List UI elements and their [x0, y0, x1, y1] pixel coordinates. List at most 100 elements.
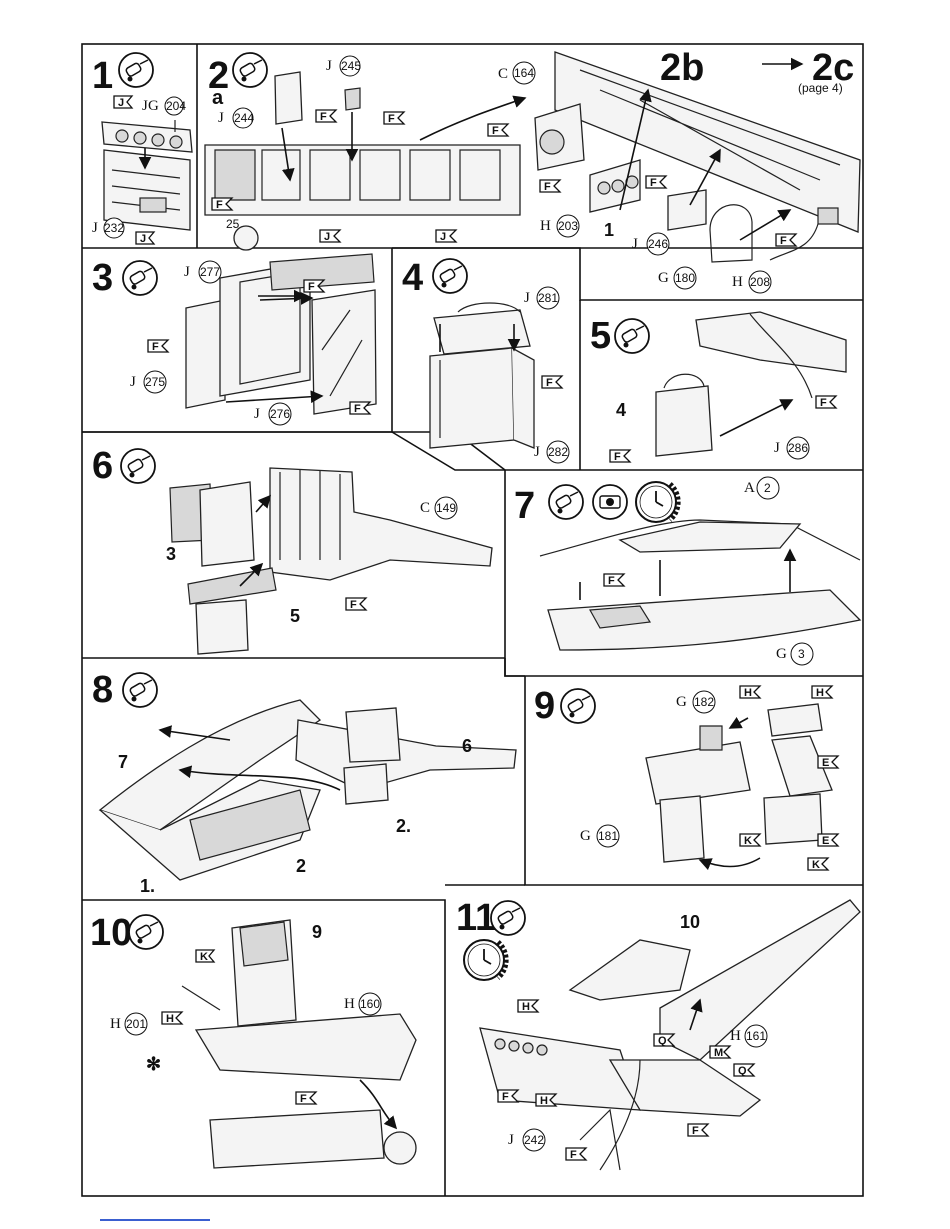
asterisk-symbol: ✻	[146, 1054, 161, 1074]
tag-f-11-2: F	[688, 1124, 708, 1137]
label-7: 7	[118, 752, 128, 772]
panel-1-drawing	[102, 120, 192, 230]
label-c149-num: 149	[436, 501, 456, 515]
label-c164-num: 164	[514, 66, 534, 80]
label-j281-num: 281	[538, 291, 558, 305]
tag-f-11-3: F	[566, 1148, 586, 1161]
step-number-7: 7	[514, 485, 535, 527]
svg-text:M: M	[714, 1047, 723, 1059]
tag-k-9-2: K	[808, 858, 828, 871]
step-number-2b: 2b	[660, 47, 704, 89]
svg-text:F: F	[692, 1125, 699, 1137]
label-j242: J	[508, 1132, 514, 1148]
svg-text:F: F	[492, 125, 499, 137]
label-h161: H	[730, 1028, 741, 1044]
svg-text:J: J	[118, 97, 124, 109]
tag-q-11-2: Q	[734, 1064, 754, 1077]
tag-f-2b-2: F	[646, 176, 666, 189]
label-j275-num: 275	[145, 375, 165, 389]
svg-text:F: F	[546, 377, 553, 389]
paint-pot-icon	[593, 485, 627, 519]
step-number-1: 1	[92, 55, 113, 97]
label-g180: G	[658, 270, 669, 286]
label-10: 10	[680, 912, 700, 932]
label-j242-num: 242	[524, 1133, 544, 1147]
svg-text:F: F	[350, 599, 357, 611]
label-a2: A	[744, 480, 755, 496]
label-g204: G	[148, 98, 159, 114]
panel-4-drawing	[430, 303, 534, 448]
label-h160-num: 160	[360, 997, 380, 1011]
label-j277-num: 277	[200, 265, 220, 279]
svg-text:K: K	[812, 859, 820, 871]
tag-h-9-2: H	[812, 686, 832, 699]
step-number-8: 8	[92, 669, 113, 711]
tag-m-11: M	[710, 1046, 730, 1059]
tag-j-1: J	[114, 96, 132, 109]
label-1-dot: 1.	[140, 876, 155, 896]
label-j244: J	[218, 110, 224, 126]
svg-text:F: F	[608, 575, 615, 587]
tag-f-3-2: F	[148, 340, 168, 353]
label-g182: G	[676, 694, 687, 710]
label-g181: G	[580, 828, 591, 844]
label-g180-num: 180	[675, 271, 695, 285]
svg-text:Q: Q	[738, 1065, 747, 1077]
panel-2a-drawing	[205, 72, 525, 250]
svg-text:F: F	[780, 235, 787, 247]
label-j246: J	[632, 236, 638, 252]
tag-f-2a-3: F	[488, 124, 508, 137]
panel-6-drawing	[170, 468, 492, 654]
label-j282: J	[534, 444, 540, 460]
svg-text:F: F	[544, 181, 551, 193]
step-number-6: 6	[92, 445, 113, 487]
svg-text:F: F	[650, 177, 657, 189]
label-j245: J	[326, 58, 332, 74]
label-h161-num: 161	[746, 1029, 766, 1043]
tag-j-2a-1: J	[320, 230, 340, 243]
label-g204-num: 204	[166, 99, 186, 113]
label-2-dot: 2.	[396, 816, 411, 836]
tag-h-11-1: H	[518, 1000, 538, 1013]
tag-j-2a-2: J	[436, 230, 456, 243]
svg-text:H: H	[166, 1013, 174, 1025]
label-4: 4	[616, 400, 626, 420]
tag-h-10: H	[162, 1012, 182, 1025]
label-j276-num: 276	[270, 407, 290, 421]
page-reference: (page 4)	[798, 81, 843, 95]
step-number-9: 9	[534, 685, 555, 727]
tag-f-6: F	[346, 598, 366, 611]
panel-8-drawing	[100, 700, 516, 880]
tag-k-10: K	[196, 950, 214, 963]
tag-f-2a-1: F	[316, 110, 336, 123]
label-j275: J	[130, 374, 136, 390]
svg-text:H: H	[522, 1001, 530, 1013]
label-j286-num: 286	[788, 441, 808, 455]
tag-f-7: F	[604, 574, 624, 587]
svg-text:F: F	[320, 111, 327, 123]
label-5: 5	[290, 606, 300, 626]
svg-text:Q: Q	[658, 1035, 667, 1047]
tag-e-9-2: E	[818, 834, 838, 847]
label-h203: H	[540, 218, 551, 234]
svg-text:H: H	[816, 687, 824, 699]
label-j286: J	[774, 440, 780, 456]
label-h160: H	[344, 996, 355, 1012]
panel-7-drawing	[540, 520, 860, 650]
svg-text:J: J	[440, 231, 446, 243]
panel-10-drawing	[182, 920, 416, 1168]
svg-text:F: F	[820, 397, 827, 409]
tag-f-2b-1: F	[540, 180, 560, 193]
label-j245-num: 245	[341, 59, 361, 73]
tag-e-9-1: E	[818, 756, 838, 769]
label-25: 25	[226, 217, 240, 231]
label-1: 1	[604, 220, 614, 240]
label-c164: C	[498, 66, 508, 82]
tag-f-2b-3: F	[776, 234, 796, 247]
svg-text:E: E	[822, 757, 829, 769]
svg-text:F: F	[216, 199, 223, 211]
tag-f-5-2: F	[610, 450, 630, 463]
bottom-rule	[100, 1219, 210, 1221]
step-number-5: 5	[590, 315, 611, 357]
